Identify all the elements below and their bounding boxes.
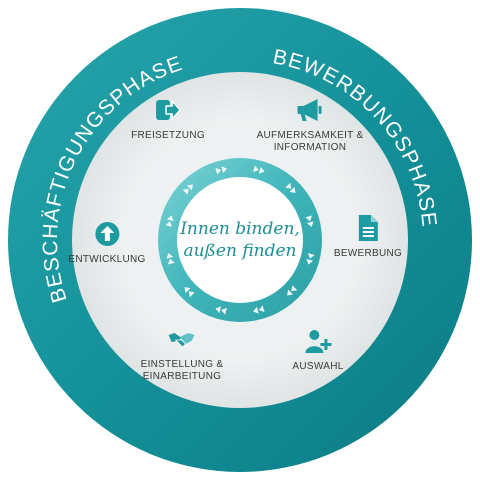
cycle-arrows	[165, 165, 315, 315]
step-aufmerksamkeit: AUFMERKSAMKEIT & INFORMATION	[257, 96, 364, 154]
cycle-chevron	[287, 285, 298, 296]
megaphone-icon	[297, 99, 322, 121]
cycle-chevron	[306, 253, 315, 265]
step-einstellung: EINSTELLUNG & EINARBEITUNG	[141, 325, 224, 383]
cycle-chevron	[253, 165, 265, 174]
arrow-up-circle-icon	[94, 222, 119, 246]
step-label-2: EINARBEITUNG	[142, 371, 222, 382]
step-label: BEWERBUNG	[333, 248, 403, 259]
exit-arrow-icon	[155, 99, 181, 121]
step-label-2: INFORMATION	[273, 142, 347, 153]
step-label-1: EINSTELLUNG &	[140, 359, 224, 370]
slogan-line-1: Innen binden,	[180, 219, 300, 239]
cycle-chevron	[305, 215, 314, 227]
step-freisetzung: FREISETZUNG	[131, 96, 205, 142]
document-icon	[358, 215, 378, 241]
cycle-chevron	[166, 253, 175, 265]
step-label: AUSWAHL	[292, 361, 344, 372]
step-label: FREISETZUNG	[131, 130, 205, 141]
center-disc	[177, 177, 303, 303]
step-label: ENTWICKLUNG	[68, 254, 146, 265]
cycle-chevron	[184, 287, 195, 298]
step-entwicklung: ENTWICKLUNG	[68, 220, 145, 266]
cycle-chevron	[215, 306, 227, 315]
cycle-chevron	[253, 305, 265, 314]
step-label-1: AUFMERKSAMKEIT &	[256, 130, 364, 141]
cycle-chevron	[165, 215, 174, 227]
step-bewerbung: BEWERBUNG	[334, 214, 402, 260]
center-slogan: Innen binden, außen finden	[180, 218, 300, 262]
add-user-icon	[305, 330, 331, 353]
cycle-chevron	[285, 182, 296, 193]
cycle-chevron	[182, 184, 193, 195]
slogan-line-2: außen finden	[183, 241, 297, 261]
step-auswahl: AUSWAHL	[292, 327, 343, 373]
handshake-icon	[169, 333, 195, 348]
cycle-chevron	[215, 166, 227, 175]
